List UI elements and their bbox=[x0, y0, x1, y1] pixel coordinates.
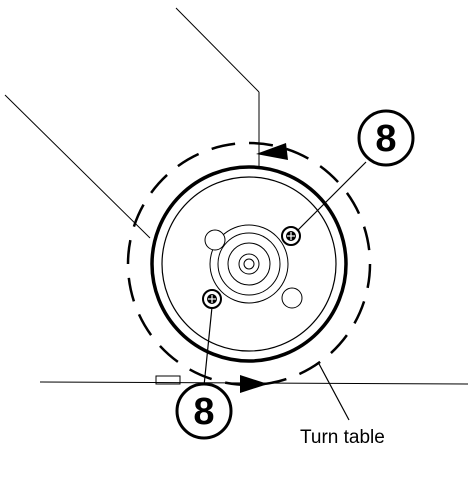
screw-bottom-icon bbox=[202, 289, 222, 309]
hub-ring-outer bbox=[209, 224, 289, 304]
frame-diagonal-top bbox=[175, 7, 260, 93]
leader-lines bbox=[203, 161, 367, 421]
turntable-inner-rim bbox=[161, 176, 337, 352]
callout-top: 8 bbox=[357, 109, 415, 167]
base-tab bbox=[155, 375, 181, 385]
callout-bottom-number: 8 bbox=[193, 391, 214, 433]
rotation-path bbox=[126, 141, 372, 387]
frame-diagonal-left bbox=[4, 94, 151, 239]
callout-bottom-circle bbox=[175, 382, 233, 440]
leader-top bbox=[296, 161, 367, 232]
screw-top-icon bbox=[281, 226, 301, 246]
leader-label bbox=[317, 361, 350, 421]
spindle bbox=[238, 253, 260, 275]
spindle-center bbox=[243, 258, 255, 270]
hub-inner bbox=[227, 242, 271, 286]
hole-right bbox=[281, 287, 303, 309]
rotation-arrow-bottom-icon bbox=[240, 375, 268, 393]
turntable-outer-rim bbox=[150, 165, 348, 363]
callout-bottom: 8 bbox=[175, 382, 233, 440]
rotation-arrow-top-icon bbox=[256, 143, 288, 160]
hub-ring bbox=[217, 232, 281, 296]
turntable bbox=[150, 165, 348, 363]
hole-left bbox=[204, 229, 226, 251]
callout-top-circle bbox=[357, 109, 415, 167]
leader-bottom bbox=[203, 306, 213, 387]
part-label: Turn table bbox=[300, 427, 385, 448]
callout-top-number: 8 bbox=[375, 118, 396, 160]
